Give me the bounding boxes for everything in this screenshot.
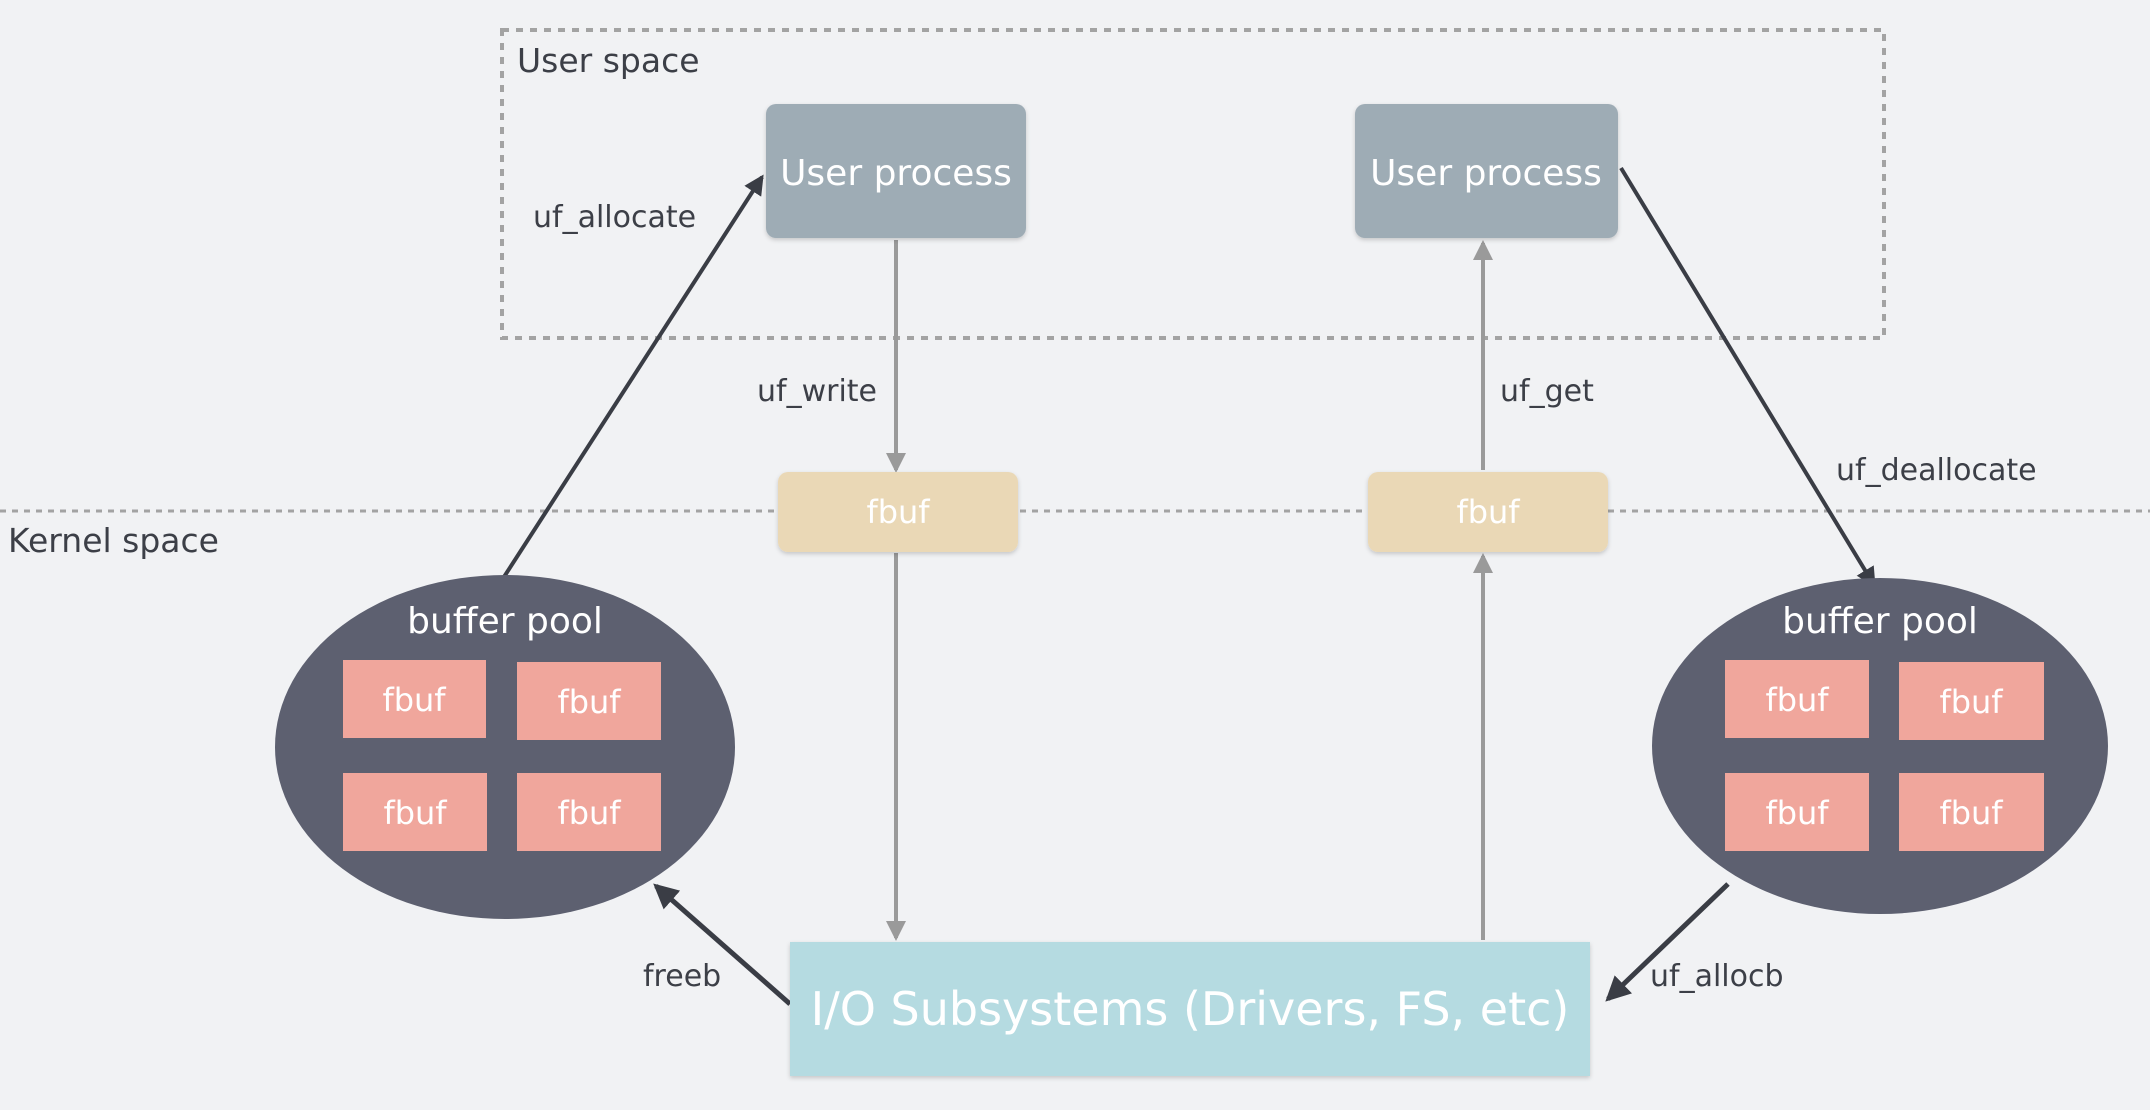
pool-fbuf-label: fbuf	[1939, 794, 2003, 832]
pool-fbuf: fbuf	[517, 773, 661, 851]
io-subsystems: I/O Subsystems (Drivers, FS, etc)	[790, 942, 1590, 1076]
buffer-pool-left: buffer pool fbuf fbuf fbuf fbuf	[275, 575, 735, 919]
buffer-pool-right: buffer pool fbuf fbuf fbuf fbuf	[1652, 578, 2108, 914]
user-space-region	[500, 28, 1886, 340]
pool-fbuf: fbuf	[1899, 662, 2044, 740]
io-subsystems-label: I/O Subsystems (Drivers, FS, etc)	[811, 982, 1570, 1036]
arrow-freeb	[653, 883, 792, 1006]
user-process-right-label: User process	[1370, 153, 1602, 194]
pool-fbuf-label: fbuf	[1765, 681, 1829, 719]
arrow-uf-allocb	[1605, 882, 1730, 1002]
pool-fbuf-label: fbuf	[383, 794, 447, 832]
buffer-pool-right-label: buffer pool	[1782, 601, 1978, 642]
fbuf-kernel-left-label: fbuf	[866, 493, 930, 531]
edge-label-uf-write: uf_write	[757, 374, 877, 409]
fbuf-kernel-right-label: fbuf	[1456, 493, 1520, 531]
edge-label-uf-deallocate: uf_deallocate	[1836, 453, 2037, 488]
pool-fbuf-label: fbuf	[1765, 794, 1829, 832]
user-space-label: User space	[517, 41, 700, 80]
user-process-left: User process	[766, 104, 1026, 238]
pool-fbuf-label: fbuf	[557, 683, 621, 721]
pool-fbuf-label: fbuf	[557, 794, 621, 832]
edge-label-freeb: freeb	[643, 959, 721, 994]
pool-fbuf-label: fbuf	[1939, 683, 2003, 721]
user-process-left-label: User process	[780, 153, 1012, 194]
pool-fbuf: fbuf	[343, 773, 487, 851]
edge-label-uf-allocate: uf_allocate	[533, 200, 696, 235]
arrow-uf-allocate	[500, 174, 764, 582]
edge-label-uf-get: uf_get	[1500, 374, 1594, 409]
pool-fbuf: fbuf	[517, 662, 661, 740]
pool-fbuf: fbuf	[1899, 773, 2044, 851]
fbuf-kernel-left: fbuf	[778, 472, 1018, 552]
arrow-uf-deallocate	[1619, 166, 1876, 588]
kernel-space-label: Kernel space	[8, 521, 219, 560]
fbuf-kernel-right: fbuf	[1368, 472, 1608, 552]
buffer-pool-left-label: buffer pool	[407, 601, 603, 642]
user-process-right: User process	[1355, 104, 1618, 238]
pool-fbuf: fbuf	[343, 660, 486, 738]
edge-label-uf-allocb: uf_allocb	[1650, 959, 1784, 994]
pool-fbuf: fbuf	[1725, 773, 1869, 851]
pool-fbuf: fbuf	[1725, 660, 1869, 738]
pool-fbuf-label: fbuf	[382, 681, 446, 719]
